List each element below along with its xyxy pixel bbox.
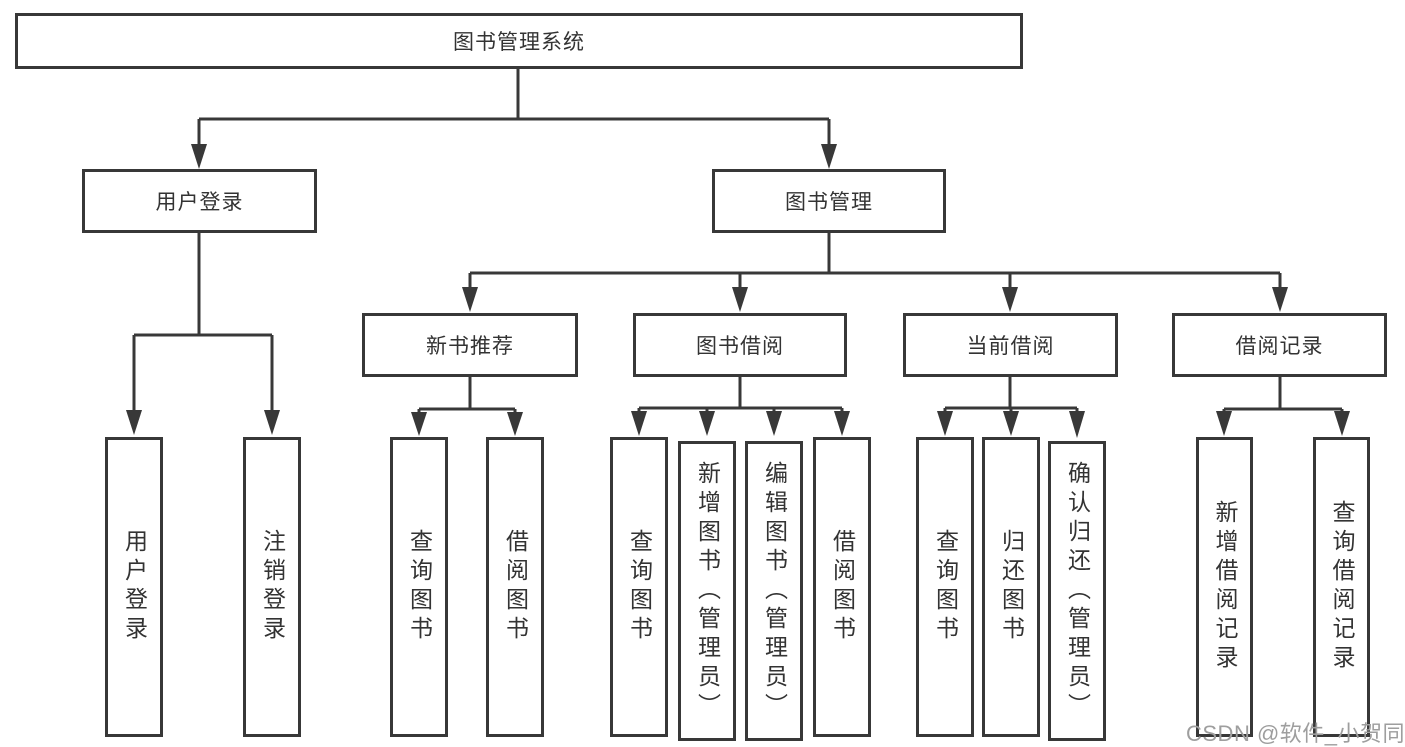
- connector-borrow-records-to-leaves: [1216, 377, 1350, 436]
- connector-user-login-to-leaves: [126, 233, 280, 435]
- arrow-down-icon: [1069, 411, 1085, 438]
- arrow-down-icon: [937, 411, 953, 436]
- leaf-borrow-books-recommend: 借阅图书: [486, 437, 544, 737]
- arrow-down-icon: [1003, 411, 1019, 436]
- arrow-down-icon: [699, 411, 715, 436]
- node-new-book-recommend: 新书推荐: [362, 313, 578, 377]
- leaf-edit-books-admin: 编辑图书（管理员）: [745, 441, 803, 741]
- leaf-return-books: 归还图书: [982, 437, 1040, 737]
- arrow-down-icon: [834, 411, 850, 436]
- leaf-user-login: 用户登录: [105, 437, 163, 737]
- arrow-down-icon: [507, 412, 523, 436]
- node-book-management: 图书管理: [712, 169, 946, 233]
- arrow-down-icon: [126, 410, 142, 435]
- connector-root-to-level2: [191, 69, 837, 169]
- connector-book-borrow-to-leaves: [631, 377, 850, 436]
- leaf-query-books-recommend: 查询图书: [390, 437, 448, 737]
- arrow-down-icon: [1272, 287, 1288, 312]
- arrow-down-icon: [462, 287, 478, 312]
- node-user-login: 用户登录: [82, 169, 317, 233]
- node-library-system: 图书管理系统: [15, 13, 1023, 69]
- leaf-borrow-books: 借阅图书: [813, 437, 871, 737]
- connector-new-book-to-leaves: [411, 377, 523, 436]
- node-borrow-records: 借阅记录: [1172, 313, 1387, 377]
- leaf-query-books-borrow: 查询图书: [610, 437, 668, 737]
- leaf-logout: 注销登录: [243, 437, 301, 737]
- csdn-watermark: CSDN @软件_小贺同学: [1186, 721, 1405, 746]
- leaf-query-borrow-record: 查询借阅记录: [1313, 437, 1370, 737]
- arrow-down-icon: [264, 410, 280, 435]
- leaf-add-borrow-record: 新增借阅记录: [1196, 437, 1253, 737]
- arrow-down-icon: [1216, 411, 1232, 436]
- leaf-confirm-return-admin: 确认归还（管理员）: [1048, 441, 1106, 741]
- node-current-borrow: 当前借阅: [903, 313, 1118, 377]
- connector-book-management-to-level3: [462, 233, 1288, 312]
- arrow-down-icon: [411, 412, 427, 436]
- arrow-down-icon: [1002, 287, 1018, 312]
- arrow-down-icon: [1334, 411, 1350, 436]
- connector-current-borrow-to-leaves: [937, 377, 1085, 438]
- leaf-query-books-current: 查询图书: [916, 437, 974, 737]
- arrow-down-icon: [191, 144, 207, 169]
- arrow-down-icon: [821, 144, 837, 169]
- arrow-down-icon: [732, 287, 748, 312]
- arrow-down-icon: [631, 411, 647, 436]
- arrow-down-icon: [766, 411, 782, 436]
- node-book-borrow: 图书借阅: [633, 313, 847, 377]
- leaf-add-books-admin: 新增图书（管理员）: [678, 441, 736, 741]
